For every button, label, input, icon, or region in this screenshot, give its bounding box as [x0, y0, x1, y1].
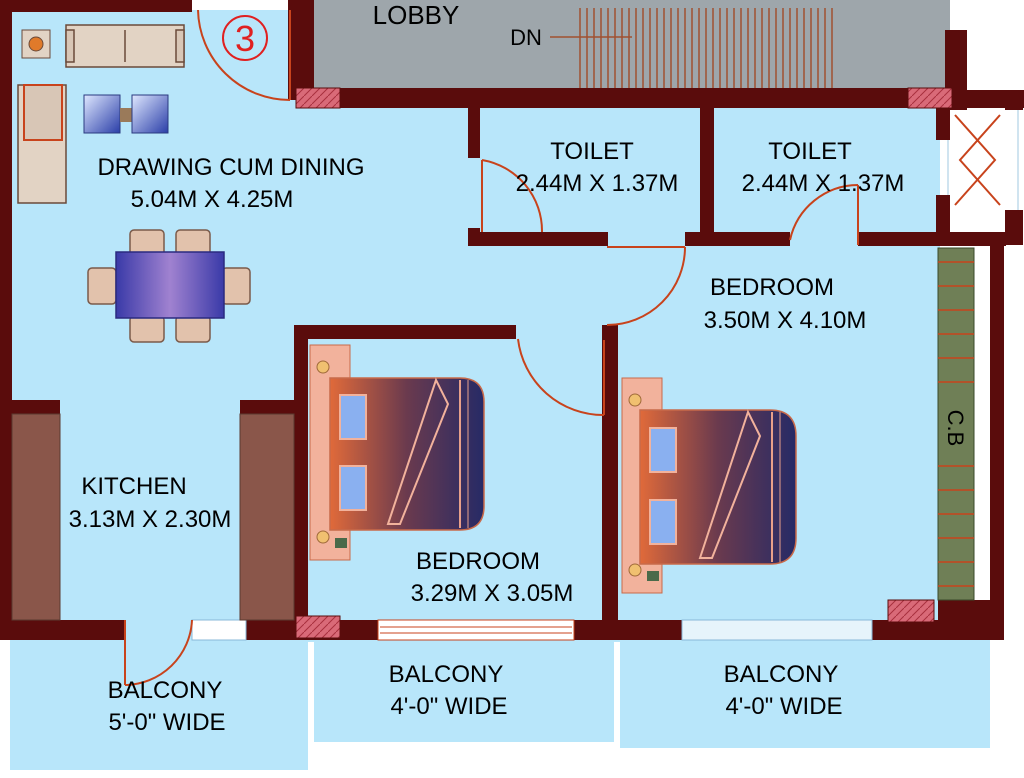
- room-labels: LOBBY DN DRAWING CUM DINING 5.04M X 4.25…: [69, 0, 968, 736]
- side-table: [21, 29, 51, 59]
- sofa-three-seater: [65, 24, 185, 68]
- column: [907, 87, 953, 109]
- balcony-1-size: 5'-0" WIDE: [108, 709, 225, 736]
- balcony-1-name: BALCONY: [108, 677, 223, 704]
- balcony-3-name: BALCONY: [724, 661, 839, 688]
- balcony-3-size: 4'-0" WIDE: [725, 693, 842, 720]
- staircase: [550, 8, 833, 90]
- bedroom-2-furniture: [309, 344, 485, 561]
- toilet-1-door: [481, 159, 544, 233]
- toilet-2-name: TOILET: [768, 138, 852, 165]
- toilet-1-name: TOILET: [550, 138, 634, 165]
- columns: [295, 87, 953, 639]
- window: [191, 619, 247, 641]
- bedroom-2-size: 3.29M X 3.05M: [411, 580, 574, 607]
- unit-number-marker: 3: [222, 15, 268, 61]
- toilet-1-size: 2.44M X 1.37M: [516, 170, 679, 197]
- walls: [0, 0, 1024, 640]
- door-swings: [124, 9, 859, 686]
- column: [295, 87, 341, 109]
- bedroom-1-door: [606, 246, 686, 326]
- drawing-room-size: 5.04M X 4.25M: [131, 186, 294, 213]
- cupboard: [937, 247, 975, 601]
- counter: [11, 413, 61, 621]
- drawing-room-name: DRAWING CUM DINING: [97, 154, 364, 181]
- toilet-2-door: [789, 184, 859, 245]
- counter: [239, 413, 295, 621]
- window: [377, 619, 575, 641]
- sofa-two-seater: [17, 84, 67, 204]
- bedroom-2-name: BEDROOM: [416, 548, 540, 575]
- double-bed: [329, 377, 485, 531]
- column: [887, 599, 935, 623]
- balcony-door: [124, 619, 193, 686]
- kitchen-name: KITCHEN: [81, 473, 186, 500]
- bedroom-1-size: 3.50M X 4.10M: [704, 307, 867, 334]
- stair-down-label: DN: [510, 25, 542, 50]
- balcony-2-name: BALCONY: [389, 661, 504, 688]
- balcony-2-size: 4'-0" WIDE: [390, 693, 507, 720]
- tv-unit: [83, 94, 169, 134]
- toilet-2-size: 2.44M X 1.37M: [742, 170, 905, 197]
- windows: [191, 0, 1001, 641]
- living-furniture: [17, 24, 251, 343]
- window: [192, 0, 288, 10]
- column: [295, 615, 341, 639]
- cupboard-label: C.B: [943, 410, 968, 447]
- unit-number: 3: [235, 18, 255, 59]
- bedroom-1-name: BEDROOM: [710, 274, 834, 301]
- lobby-label: LOBBY: [373, 0, 460, 30]
- dining-set: [87, 229, 251, 343]
- kitchen-counters: [11, 413, 295, 621]
- ventilator-window: [954, 114, 1001, 206]
- lobby-area: [300, 0, 950, 92]
- bedroom-2-door: [517, 338, 605, 417]
- window: [681, 619, 873, 641]
- kitchen-size: 3.13M X 2.30M: [69, 506, 232, 533]
- double-bed: [639, 409, 797, 565]
- entrance-door: [197, 9, 291, 101]
- bedroom-1-furniture: [621, 377, 797, 594]
